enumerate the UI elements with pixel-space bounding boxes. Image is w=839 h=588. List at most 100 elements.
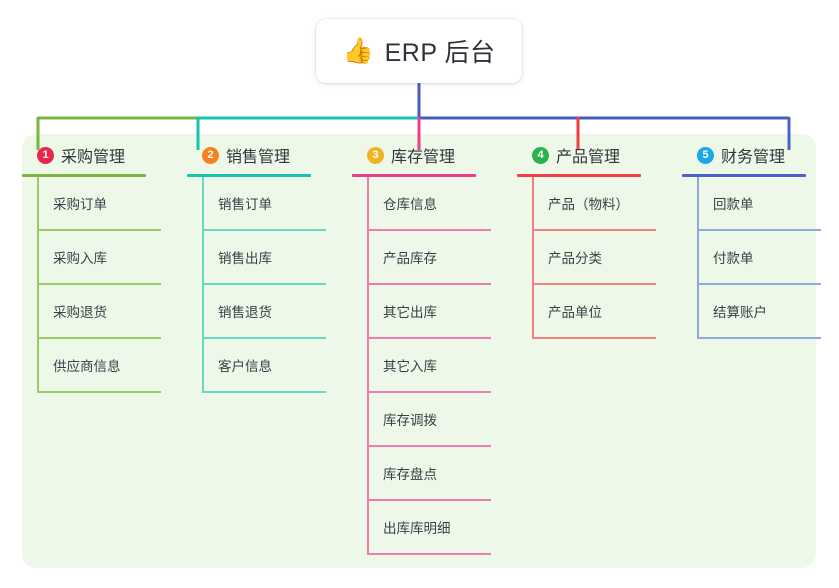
branch-spine-4 [532, 177, 534, 339]
leaf-underline [202, 337, 326, 339]
list-item[interactable]: 产品单位 [517, 285, 656, 339]
list-item[interactable]: 库存调拨 [352, 393, 491, 447]
list-item[interactable]: 库存盘点 [352, 447, 491, 501]
list-item[interactable]: 仓库信息 [352, 177, 491, 231]
list-item[interactable]: 其它出库 [352, 285, 491, 339]
leaf-label: 库存调拨 [383, 413, 437, 428]
branch-header[interactable]: 4 产品管理 [517, 143, 641, 167]
list-item[interactable]: 回款单 [682, 177, 821, 231]
leaf-label: 仓库信息 [383, 197, 437, 212]
branch-spine-2 [202, 177, 204, 393]
leaf-underline [367, 391, 491, 393]
list-item[interactable]: 付款单 [682, 231, 821, 285]
list-item[interactable]: 客户信息 [187, 339, 326, 393]
list-item[interactable]: 采购订单 [22, 177, 161, 231]
list-item[interactable]: 销售退货 [187, 285, 326, 339]
branch-spine-5 [697, 177, 699, 339]
leaf-label: 其它入库 [383, 359, 437, 374]
leaf-underline [532, 229, 656, 231]
leaf-underline [202, 229, 326, 231]
leaf-label: 其它出库 [383, 305, 437, 320]
branch-children-5: 回款单 付款单 结算账户 [682, 177, 821, 339]
list-item[interactable]: 供应商信息 [22, 339, 161, 393]
leaf-underline [367, 283, 491, 285]
leaf-label: 付款单 [713, 251, 754, 266]
branch-badge-5: 5 [697, 146, 714, 164]
leaf-label: 供应商信息 [53, 359, 121, 374]
leaf-label: 结算账户 [713, 305, 767, 320]
list-item[interactable]: 结算账户 [682, 285, 821, 339]
leaf-underline [367, 229, 491, 231]
leaf-label: 出库库明细 [383, 521, 451, 536]
branch-badge-1: 1 [37, 146, 54, 164]
branch-underline-5 [682, 174, 806, 177]
leaf-label: 采购订单 [53, 197, 107, 212]
branch-children-3: 仓库信息 产品库存 其它出库 其它入库 库存调拨 库存盘点 [352, 177, 491, 555]
branch-header[interactable]: 3 库存管理 [352, 143, 476, 167]
branch-header[interactable]: 2 销售管理 [187, 143, 311, 167]
list-item[interactable]: 采购退货 [22, 285, 161, 339]
leaf-underline [202, 283, 326, 285]
leaf-underline [367, 499, 491, 501]
branch-spine-1 [37, 177, 39, 393]
branch-underline-2 [187, 174, 311, 177]
leaf-label: 销售退货 [218, 305, 272, 320]
branch-title-1: 采购管理 [61, 149, 126, 166]
leaf-underline [697, 229, 821, 231]
root-node[interactable]: 👍 ERP 后台 [316, 19, 522, 83]
branch-badge-2: 2 [202, 146, 219, 164]
branch-children-2: 销售订单 销售出库 销售退货 客户信息 [187, 177, 326, 393]
branch-spine-3 [367, 177, 369, 555]
leaf-underline [37, 337, 161, 339]
leaf-label: 产品库存 [383, 251, 437, 266]
branch-children-4: 产品（物料） 产品分类 产品单位 [517, 177, 656, 339]
branch-badge-3: 3 [367, 146, 384, 164]
branch-purchasing[interactable]: 1 采购管理 采购订单 采购入库 采购退货 供应商信息 [22, 143, 161, 393]
leaf-label: 采购入库 [53, 251, 107, 266]
leaf-label: 产品（物料） [548, 197, 629, 212]
list-item[interactable]: 产品分类 [517, 231, 656, 285]
branch-children-1: 采购订单 采购入库 采购退货 供应商信息 [22, 177, 161, 393]
leaf-label: 客户信息 [218, 359, 272, 374]
leaf-underline [532, 283, 656, 285]
leaf-underline [37, 391, 161, 393]
list-item[interactable]: 其它入库 [352, 339, 491, 393]
branch-product[interactable]: 4 产品管理 产品（物料） 产品分类 产品单位 [517, 143, 656, 339]
branch-title-3: 库存管理 [391, 149, 456, 166]
branch-inventory[interactable]: 3 库存管理 仓库信息 产品库存 其它出库 其它入库 库存调拨 [352, 143, 491, 555]
branch-header[interactable]: 5 财务管理 [682, 143, 806, 167]
leaf-underline [37, 283, 161, 285]
thumbs-up-icon: 👍 [342, 36, 374, 65]
leaf-label: 回款单 [713, 197, 754, 212]
branch-title-5: 财务管理 [721, 149, 786, 166]
list-item[interactable]: 产品库存 [352, 231, 491, 285]
leaf-label: 产品分类 [548, 251, 602, 266]
branch-header[interactable]: 1 采购管理 [22, 143, 146, 167]
list-item[interactable]: 出库库明细 [352, 501, 491, 555]
branch-underline-4 [517, 174, 641, 177]
branch-badge-4: 4 [532, 146, 549, 164]
leaf-underline [202, 391, 326, 393]
leaf-label: 产品单位 [548, 305, 602, 320]
branch-finance[interactable]: 5 财务管理 回款单 付款单 结算账户 [682, 143, 821, 339]
branch-title-2: 销售管理 [226, 149, 291, 166]
leaf-label: 采购退货 [53, 305, 107, 320]
branch-sales[interactable]: 2 销售管理 销售订单 销售出库 销售退货 客户信息 [187, 143, 326, 393]
branches-panel [22, 134, 816, 568]
leaf-underline [367, 337, 491, 339]
leaf-label: 销售出库 [218, 251, 272, 266]
list-item[interactable]: 产品（物料） [517, 177, 656, 231]
branch-title-4: 产品管理 [556, 149, 621, 166]
leaf-underline [697, 283, 821, 285]
list-item[interactable]: 销售出库 [187, 231, 326, 285]
leaf-label: 销售订单 [218, 197, 272, 212]
leaf-underline [697, 337, 821, 339]
branch-underline-1 [22, 174, 146, 177]
leaf-label: 库存盘点 [383, 467, 437, 482]
leaf-underline [367, 553, 491, 555]
leaf-underline [37, 229, 161, 231]
list-item[interactable]: 采购入库 [22, 231, 161, 285]
list-item[interactable]: 销售订单 [187, 177, 326, 231]
leaf-underline [532, 337, 656, 339]
root-node-title: ERP 后台 [384, 39, 496, 67]
